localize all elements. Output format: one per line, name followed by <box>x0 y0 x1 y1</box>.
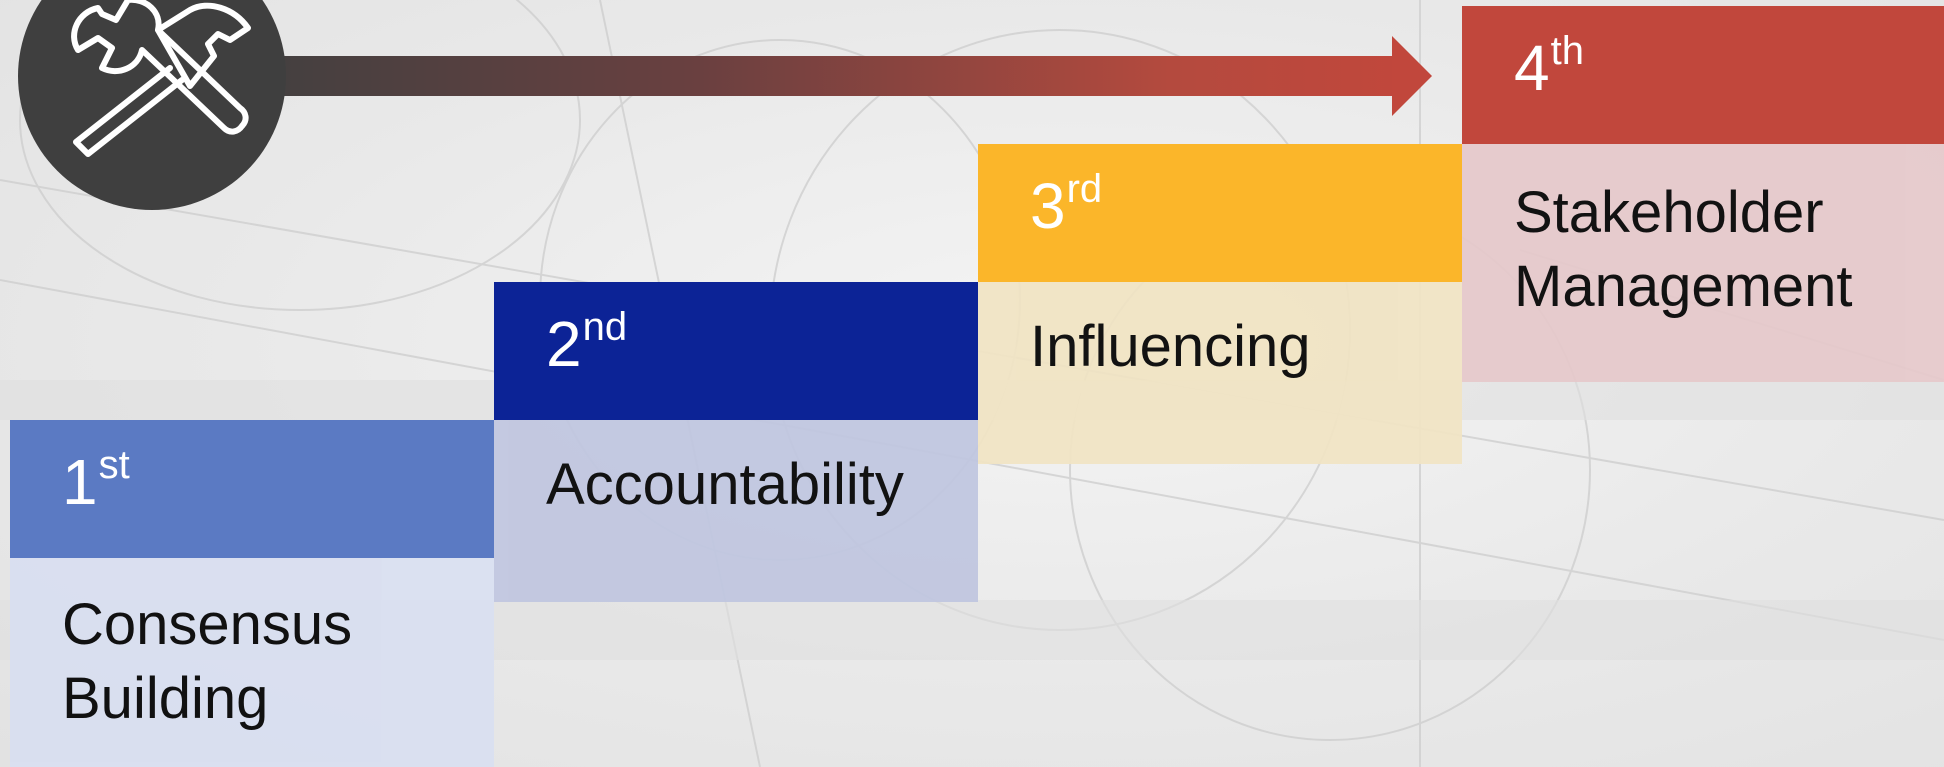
step-1-label-line: Building <box>62 666 269 731</box>
step-3-label-line: Influencing <box>1030 314 1311 379</box>
step-4-label: Stakeholder Management <box>1514 176 1853 324</box>
step-4-number: 4 <box>1514 32 1550 104</box>
step-3-body: Influencing <box>978 282 1462 464</box>
step-2-label: Accountability <box>546 448 904 522</box>
step-2-suffix: nd <box>582 305 628 349</box>
step-4-suffix: th <box>1550 29 1584 73</box>
step-4-header: 4th <box>1462 6 1944 144</box>
step-1-label-line: Consensus <box>62 592 353 657</box>
step-3-header: 3rd <box>978 144 1462 282</box>
progress-arrow-head <box>1392 36 1432 116</box>
step-1-body: Consensus Building <box>10 558 494 767</box>
step-4-label-line: Management <box>1514 254 1853 319</box>
step-2-ordinal: 2nd <box>546 307 627 376</box>
step-4-label-line: Stakeholder <box>1514 180 1824 245</box>
step-3-number: 3 <box>1030 170 1066 242</box>
step-1-suffix: st <box>98 443 130 487</box>
step-3-label: Influencing <box>1030 310 1311 384</box>
step-2-number: 2 <box>546 308 582 380</box>
hammer-wrench-icon <box>71 0 251 157</box>
progress-arrow-bar <box>230 56 1405 96</box>
step-1-ordinal: 1st <box>62 445 130 514</box>
step-2-header: 2nd <box>494 282 978 420</box>
step-2-body: Accountability <box>494 420 978 602</box>
step-2-label-line: Accountability <box>546 452 904 517</box>
step-1-label: Consensus Building <box>62 588 352 736</box>
step-3-suffix: rd <box>1066 167 1103 211</box>
step-3-ordinal: 3rd <box>1030 169 1102 238</box>
step-4-body: Stakeholder Management <box>1462 144 1944 382</box>
step-4-ordinal: 4th <box>1514 31 1584 100</box>
step-1-header: 1st <box>10 420 494 558</box>
step-1-number: 1 <box>62 446 98 518</box>
